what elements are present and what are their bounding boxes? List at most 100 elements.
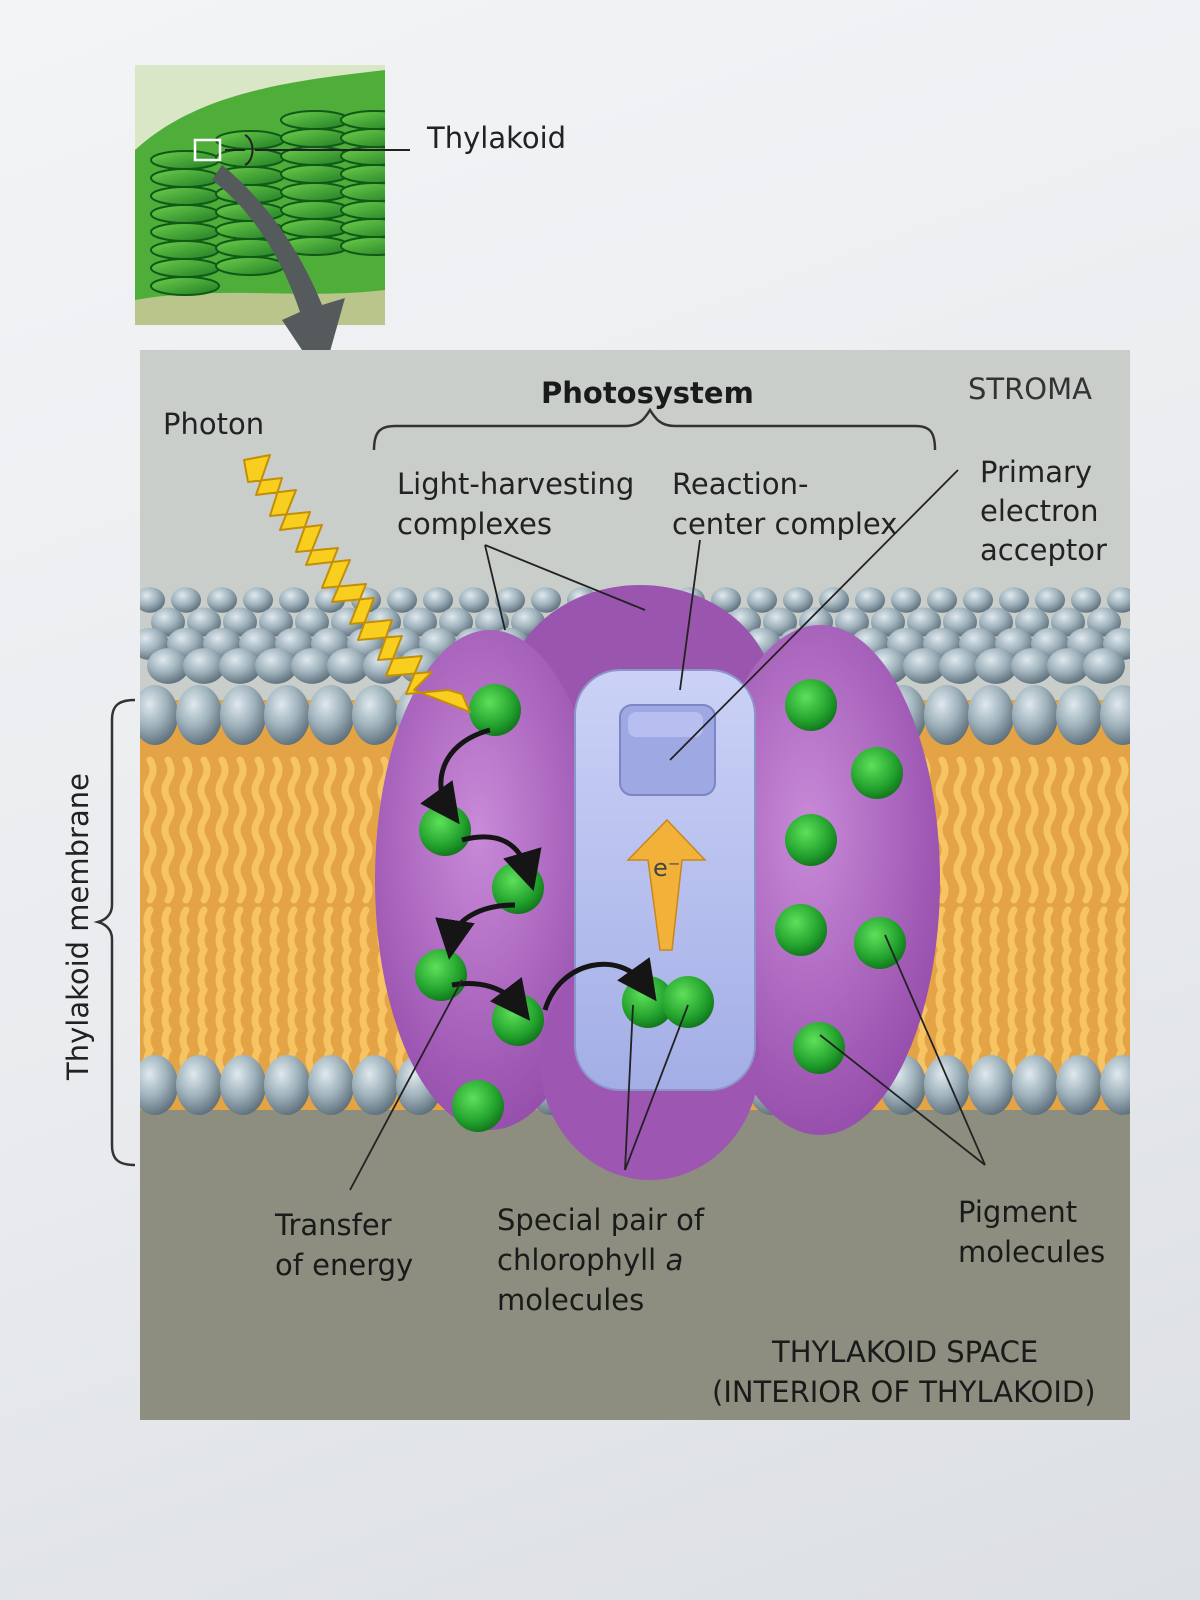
lipid-tail (251, 906, 263, 1074)
lipid-head (264, 1055, 310, 1115)
pigment-line: molecules (958, 1235, 1105, 1269)
thylakoid-disc (215, 148, 285, 168)
lipid-head (219, 648, 261, 684)
lipid-tail (971, 756, 985, 904)
thylakoid-disc (280, 164, 350, 184)
lipid-head (220, 685, 266, 745)
lipid-head (387, 587, 417, 613)
lipid-head (308, 685, 354, 745)
lipid-tail (341, 756, 355, 904)
thylakoid-disc (340, 200, 385, 220)
lipid-tail (1025, 756, 1039, 904)
thylakoid-space-label: THYLAKOID SPACE (INTERIOR OF THYLAKOID) (712, 1335, 1096, 1409)
lipid-head (495, 587, 525, 613)
thylakoid-disc (340, 164, 385, 184)
lipid-head (531, 587, 561, 613)
transfer-energy-line: of energy (275, 1248, 413, 1282)
lipid-tail (161, 906, 173, 1074)
lipid-tail (989, 906, 1001, 1074)
lipid-head (279, 587, 309, 613)
chloroplast-inset (135, 65, 385, 325)
thylakoid-disc (150, 168, 220, 188)
thylakoid-disc (340, 110, 385, 130)
lipid-tail (287, 756, 301, 904)
thylakoid-disc (150, 186, 220, 206)
lipid-head (1047, 648, 1089, 684)
pigment-line: Pigment (958, 1195, 1077, 1229)
lipid-head (975, 648, 1017, 684)
lipid-head (295, 607, 329, 637)
special-pair-line: chlorophyll (497, 1243, 665, 1277)
lipid-tail (233, 756, 247, 904)
thylakoid-disc (280, 218, 350, 238)
lipid-head (1083, 648, 1125, 684)
thylakoid-disc (280, 200, 350, 220)
chlorophyll-molecule (785, 814, 837, 866)
photosystem-label: Photosystem (541, 376, 754, 410)
lipid-head (871, 607, 905, 637)
thylakoid-disc (340, 236, 385, 256)
lipid-head (968, 685, 1014, 745)
special-pair-chlorophyll (662, 976, 714, 1028)
lipid-tail (935, 756, 949, 904)
light-harvesting-label: Light-harvesting complexes (397, 467, 643, 541)
lipid-tail (197, 756, 211, 904)
thylakoid-disc (340, 182, 385, 202)
thylakoid-disc (280, 182, 350, 202)
thylakoid-disc (150, 276, 220, 296)
thylakoid-disc (215, 256, 285, 276)
lipid-tail (323, 906, 335, 1074)
lipid-head (140, 685, 178, 745)
lipid-head (151, 607, 185, 637)
lipid-head (979, 607, 1013, 637)
electron-label: e⁻ (653, 854, 680, 882)
lipid-head (819, 587, 849, 613)
lipid-head (1100, 1055, 1130, 1115)
primary-acceptor-line: Primary (980, 455, 1092, 489)
thylakoid-disc (150, 240, 220, 260)
chlorophyll-molecule (419, 804, 471, 856)
lipid-head (183, 648, 225, 684)
special-pair-label: Special pair of chlorophyll a molecules (497, 1203, 713, 1317)
lipid-tail (269, 756, 283, 904)
leader-lines (349, 469, 986, 1191)
lipid-tail (989, 756, 1003, 904)
stroma-label: STROMA (968, 372, 1092, 406)
lipid-head (147, 648, 189, 684)
lipid-head (352, 685, 398, 745)
lipid-head (999, 587, 1029, 613)
lipid-head (291, 648, 333, 684)
lipid-tail (1079, 906, 1091, 1074)
lipid-head (1051, 607, 1085, 637)
lipid-tail (161, 756, 175, 904)
lipid-head (927, 587, 957, 613)
light-harvesting-line: Light-harvesting (397, 467, 634, 501)
lipid-tail (287, 906, 299, 1074)
lipid-head (835, 607, 869, 637)
chlorophyll-molecule (785, 679, 837, 731)
lipid-tail (971, 906, 983, 1074)
main-panel: e⁻ (140, 350, 1130, 1420)
reaction-center-label: Reaction- center complex (672, 467, 897, 541)
lipid-head (403, 607, 437, 637)
lipid-head (140, 1055, 178, 1115)
thylakoid-disc (280, 128, 350, 148)
lipid-head (264, 685, 310, 745)
lipid-tail (953, 756, 967, 904)
lipid-head (747, 587, 777, 613)
primary-acceptor-line: acceptor (980, 533, 1107, 567)
lipid-head (243, 587, 273, 613)
lipid-head (439, 607, 473, 637)
thylakoid-disc (340, 128, 385, 148)
lipid-tail (1043, 906, 1055, 1074)
lipid-head (891, 587, 921, 613)
lipid-head (939, 648, 981, 684)
lipid-head (783, 587, 813, 613)
lipid-tail (1115, 906, 1127, 1074)
lipid-tail (1043, 756, 1057, 904)
lipid-head (1012, 685, 1058, 745)
lipid-tail (251, 756, 265, 904)
electron-arrow (626, 818, 707, 951)
primary-acceptor-line: electron (980, 494, 1098, 528)
lipid-tail (1007, 906, 1019, 1074)
